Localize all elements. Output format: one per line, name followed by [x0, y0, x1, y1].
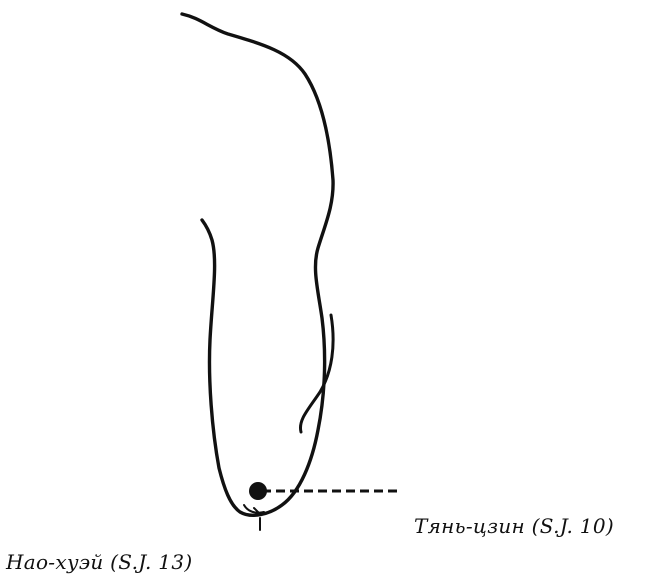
point-label-tian-jing: Тянь-цзин (S.J. 10) — [414, 514, 614, 538]
elbow-tick-marks — [243, 504, 265, 531]
arm-inner-crease — [298, 313, 335, 434]
arm-outer-contour — [180, 12, 335, 517]
point-label-nao-hui: Нао-хуэй (S.J. 13) — [6, 550, 193, 574]
acupoint-marker — [249, 482, 267, 500]
